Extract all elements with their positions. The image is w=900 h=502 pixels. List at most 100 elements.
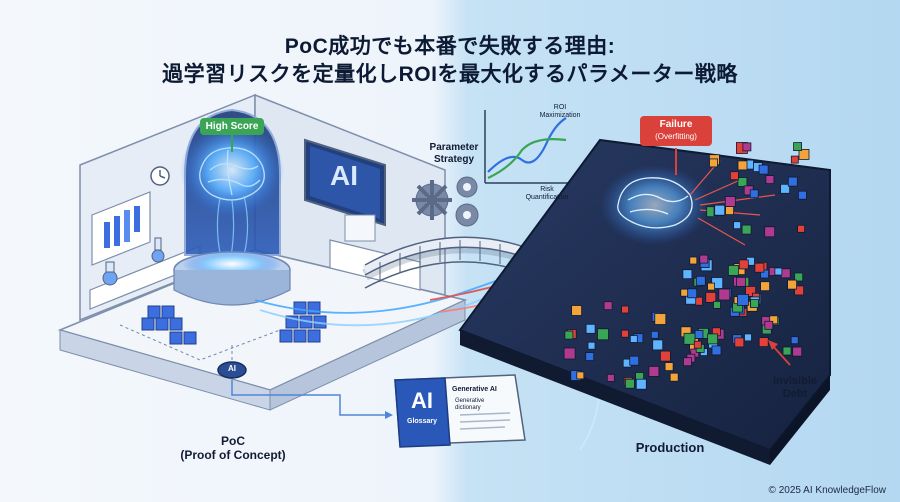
debt-cube (728, 264, 739, 276)
debt-cube (734, 337, 745, 348)
roi-line2: Maximization (539, 112, 581, 119)
debt-cube (625, 378, 635, 389)
glossary-heading: Generative AI (452, 386, 497, 393)
glossary-desc: Generative dictionary (455, 398, 515, 412)
debt-cube (730, 171, 739, 181)
poc-label-line2: (Proof of Concept) (180, 448, 286, 462)
debt-cube (758, 164, 769, 175)
risk-line2: Quantification (525, 194, 569, 201)
debt-cube (689, 256, 698, 265)
debt-cube (765, 175, 775, 185)
failure-badge: Failure (Overfitting) (640, 116, 712, 146)
debt-cube (798, 190, 807, 200)
debt-cube (587, 341, 596, 350)
glossary-ai-label: AI (411, 388, 433, 413)
debt-cube (629, 335, 638, 343)
debt-cube (621, 329, 629, 338)
production-platform (458, 138, 831, 465)
debt-cube (660, 350, 671, 362)
debt-cube (709, 158, 718, 168)
debt-cube (571, 305, 582, 316)
debt-cube (714, 204, 726, 216)
debt-cube (652, 339, 664, 351)
debt-cube (576, 371, 585, 380)
debt-cube (790, 336, 799, 345)
debt-cube (695, 275, 706, 286)
parameter-strategy-line2: Strategy (433, 154, 474, 165)
invisible-debt-line1: Invisible (772, 375, 818, 387)
invisible-debt-line2: Debt (782, 388, 808, 400)
debt-cube (724, 196, 736, 207)
debt-cube (760, 269, 769, 279)
debt-cube (707, 333, 718, 345)
debt-cube (794, 285, 804, 296)
debt-cube (597, 328, 609, 341)
debt-cube (585, 352, 595, 362)
glossary-desc-line2: dictionary (455, 405, 481, 411)
poc-label: PoC (Proof of Concept) (178, 434, 288, 462)
parameter-strategy-line1: Parameter (429, 142, 479, 153)
debt-cube (585, 323, 596, 334)
debt-cube (606, 373, 615, 382)
debt-cube (718, 288, 731, 301)
footer-copyright: © 2025 AI KnowledgeFlow (768, 485, 886, 496)
debt-cube (725, 206, 734, 216)
debt-cube (742, 142, 752, 152)
debt-cube (694, 329, 704, 339)
debt-cube (682, 269, 693, 280)
invisible-debt-label: Invisible Debt (760, 375, 830, 401)
debt-cube (758, 337, 769, 348)
debt-cube (749, 189, 759, 199)
poc-room (57, 93, 468, 419)
risk-line1: Risk (540, 186, 554, 193)
roi-maximization-label: ROI Maximization (528, 104, 592, 120)
debt-cube (733, 221, 741, 230)
failure-label: Failure (659, 119, 693, 130)
debt-cube (737, 160, 748, 171)
debt-cube (780, 268, 791, 279)
debt-cube (750, 299, 759, 309)
parameter-strategy-label: Parameter Strategy (420, 142, 488, 166)
debt-cube (705, 291, 717, 303)
debt-cube (683, 332, 696, 345)
title-line-1: PoC成功でも本番で失敗する理由: (284, 35, 616, 58)
debt-cube (713, 300, 721, 309)
debt-cube (744, 333, 752, 342)
debt-cube (741, 224, 752, 235)
glossary-desc-line1: Generative (455, 398, 485, 404)
debt-cube (711, 345, 722, 356)
debt-cube (680, 288, 689, 297)
debt-cube (794, 272, 804, 282)
ai-monitor-label: AI (330, 160, 358, 191)
debt-cube (648, 365, 660, 377)
debt-cube (782, 346, 792, 356)
debt-cube (774, 267, 783, 276)
debt-cube (650, 330, 659, 339)
high-score-badge: High Score (200, 118, 264, 135)
debt-cube (564, 330, 574, 340)
debt-cube (603, 301, 613, 311)
glossary-word-label: Glossary (407, 418, 437, 425)
debt-cube (629, 355, 640, 366)
debt-cube (707, 282, 715, 291)
debt-cube (737, 177, 748, 187)
debt-cube (687, 288, 698, 299)
debt-cube (654, 313, 667, 325)
overfitting-label: (Overfitting) (655, 132, 697, 141)
debt-cube (790, 155, 799, 164)
debt-cube (699, 254, 709, 264)
roi-line1: ROI (553, 104, 567, 111)
debt-cube (754, 262, 765, 273)
debt-cube (793, 142, 802, 152)
debt-cube (693, 340, 702, 349)
debt-cube (621, 305, 629, 314)
debt-cube (738, 259, 749, 270)
debt-cube (769, 315, 779, 325)
debt-cube (683, 357, 692, 367)
production-label: Production (635, 440, 705, 455)
debt-cube (736, 276, 746, 287)
debt-cube (737, 293, 749, 306)
debt-cube (764, 320, 774, 330)
